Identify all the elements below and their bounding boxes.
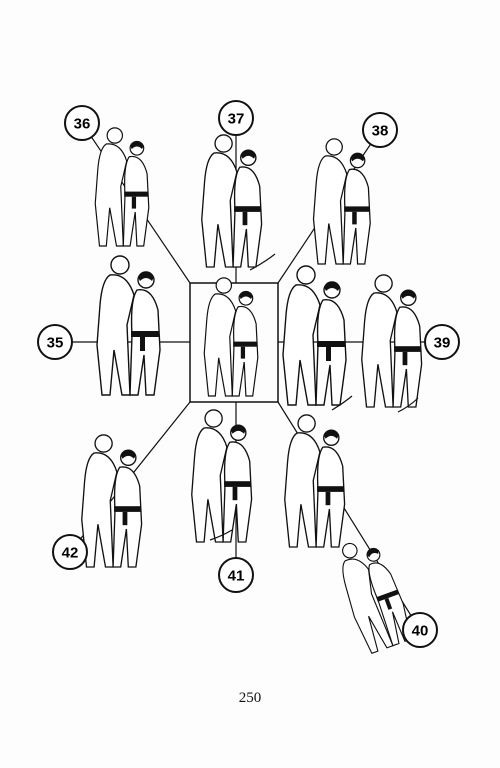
- judo-pair-illustration: [96, 255, 161, 396]
- judo-pair-illustration: [329, 532, 417, 656]
- judo-pair-illustration: [201, 134, 263, 268]
- judo-pair-illustration: [284, 414, 346, 548]
- judo-pair-illustration: [94, 127, 150, 247]
- rotation-arrow-icon: [209, 253, 419, 541]
- judo-pair-illustration: [191, 409, 253, 543]
- svg-text:40: 40: [412, 623, 429, 640]
- svg-text:35: 35: [47, 335, 64, 352]
- svg-text:36: 36: [74, 116, 91, 133]
- svg-text:42: 42: [62, 545, 79, 562]
- figure-label: 36: [64, 105, 100, 141]
- figure-label: 35: [37, 324, 73, 360]
- svg-text:37: 37: [228, 111, 245, 128]
- figure-label: 41: [218, 557, 254, 593]
- judo-pair-illustration: [282, 265, 347, 406]
- svg-text:41: 41: [228, 568, 245, 585]
- figure-label: 39: [424, 324, 460, 360]
- svg-text:38: 38: [372, 123, 389, 140]
- judo-pair-illustration: [312, 138, 371, 265]
- judo-pair-illustration: [361, 274, 423, 408]
- svg-text:39: 39: [434, 335, 451, 352]
- figure-label: 38: [362, 112, 398, 148]
- center-box: [189, 282, 279, 403]
- figure-label: 42: [52, 534, 88, 570]
- figure-label: 40: [402, 612, 438, 648]
- figure-label: 37: [218, 100, 254, 136]
- judo-pair-illustration: [81, 434, 143, 568]
- judo-pair-illustration: [203, 277, 259, 397]
- page-number: 250: [238, 690, 262, 706]
